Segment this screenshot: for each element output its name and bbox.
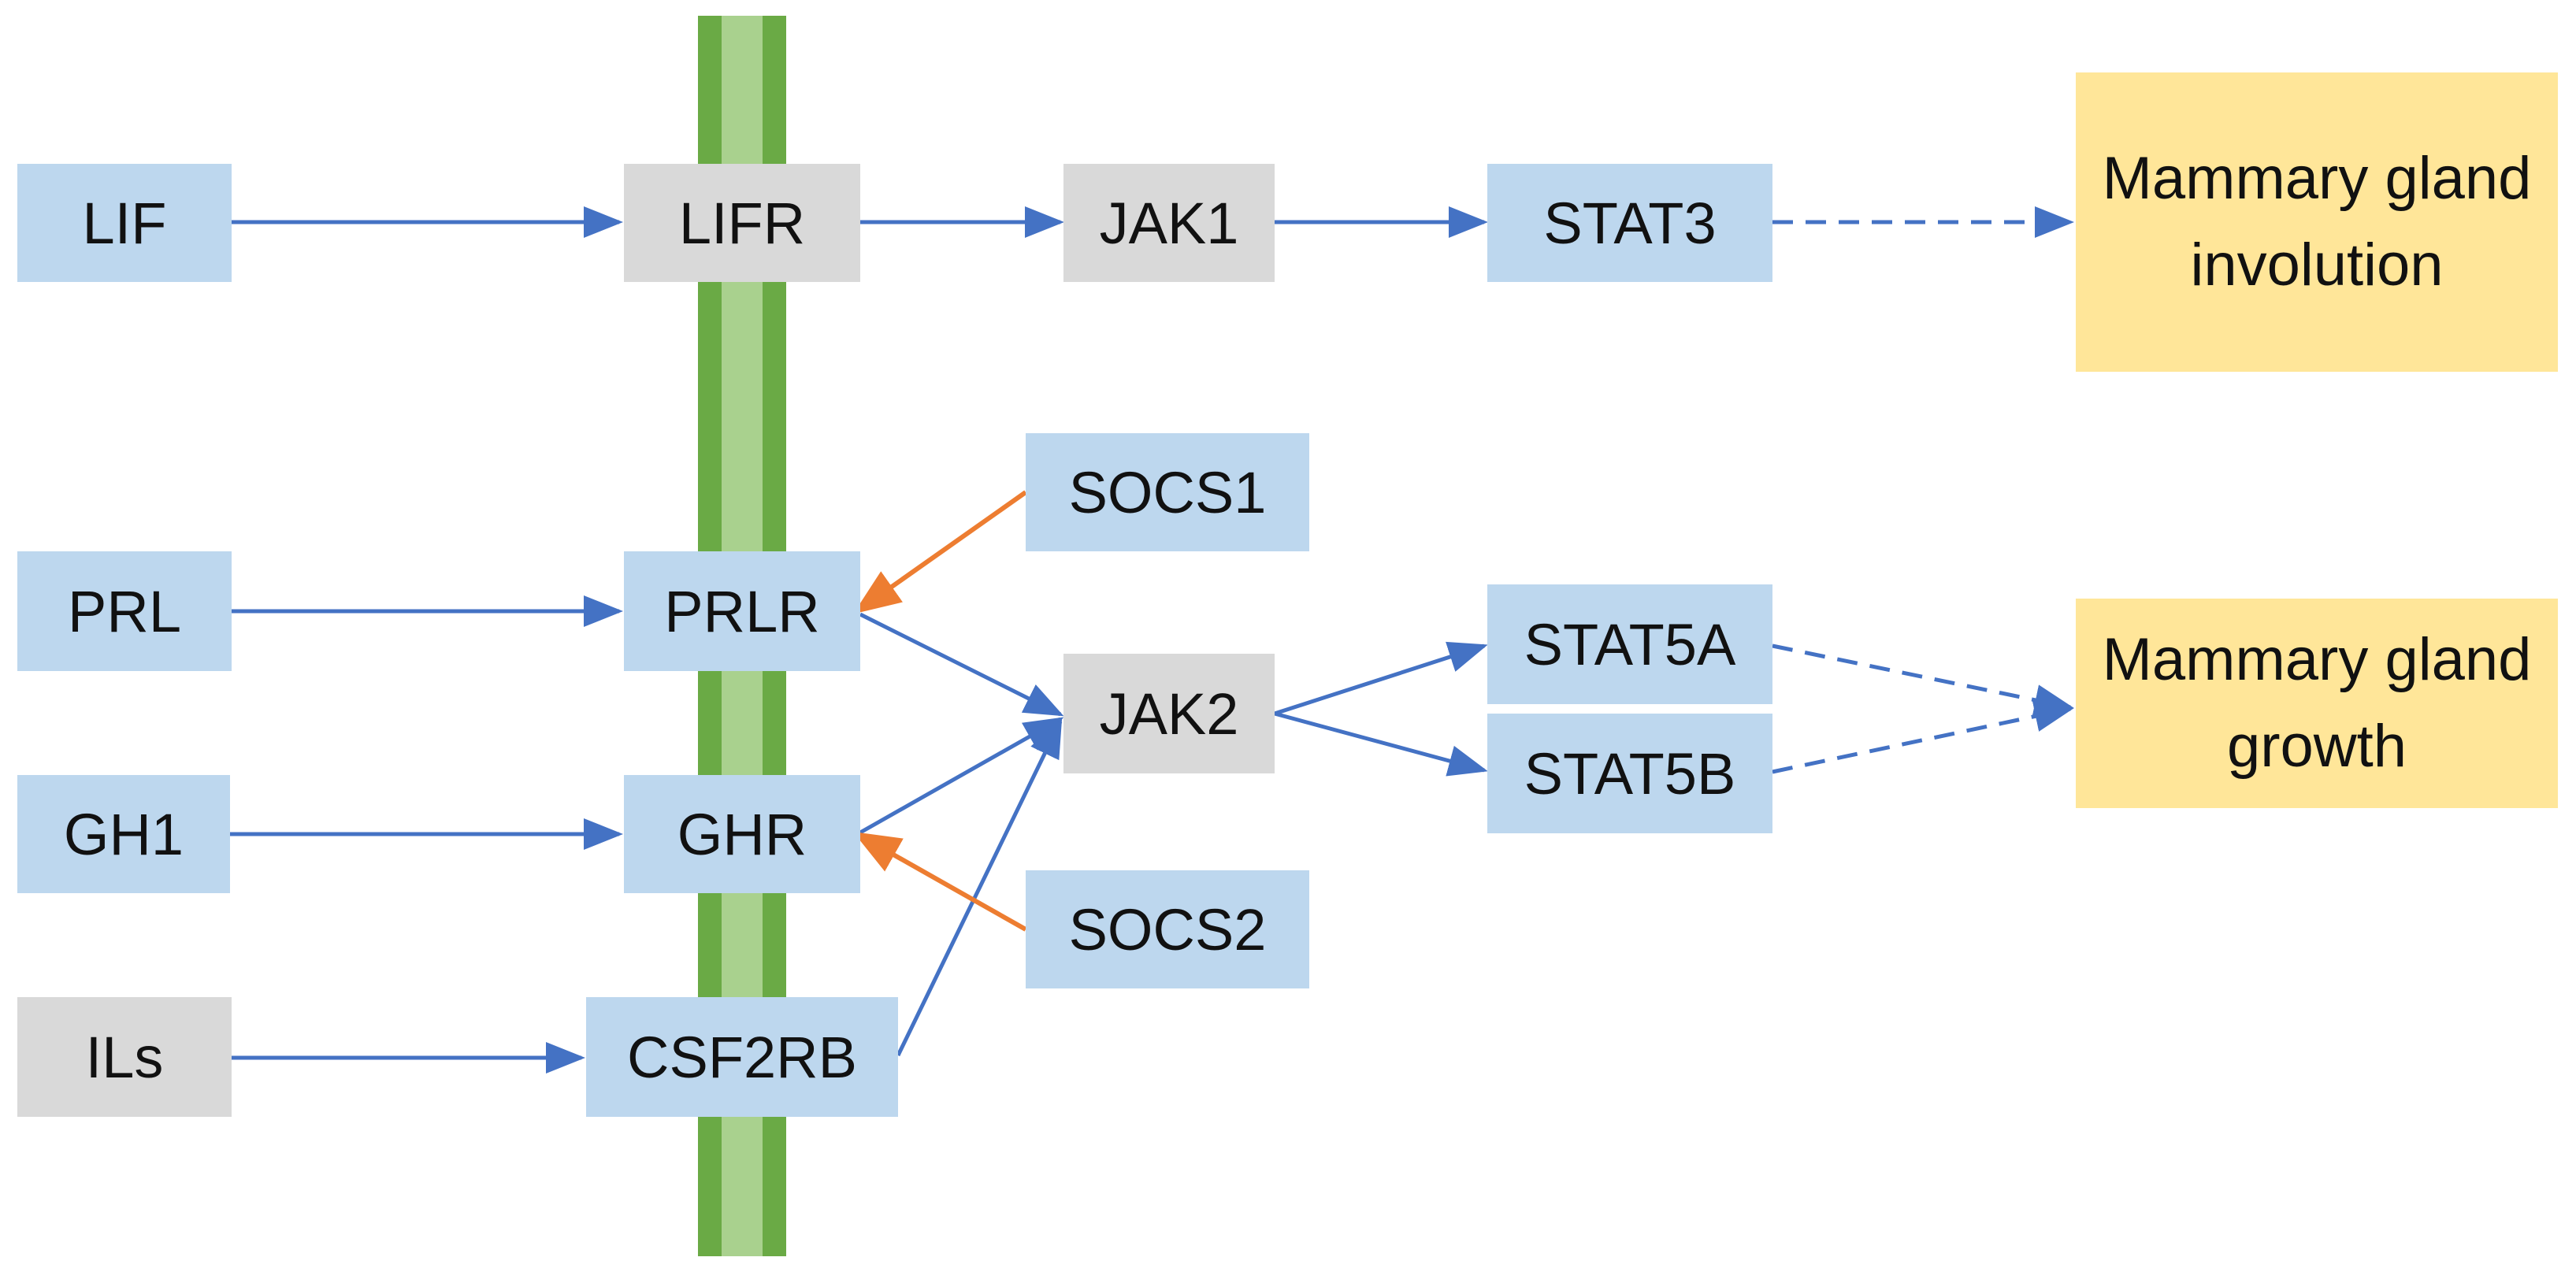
node-lifr: LIFR — [624, 164, 860, 282]
edge-prlr-to-jak2 — [859, 612, 1064, 717]
node-mammary-gland-involution: Mammary gland involution — [2076, 72, 2558, 372]
edge-jak2-to-stat5b — [1274, 711, 1488, 777]
node-ils: ILs — [17, 997, 232, 1117]
node-stat5b: STAT5B — [1487, 714, 1772, 833]
node-mammary-gland-growth: Mammary gland growth — [2076, 599, 2558, 808]
edge-jak2-to-stat5a — [1274, 641, 1488, 716]
node-ghr: GHR — [624, 775, 860, 893]
edge-socs1-inhibits-prlr — [853, 490, 1027, 614]
node-stat3: STAT3 — [1487, 164, 1772, 282]
node-gh1: GH1 — [17, 775, 230, 893]
node-prlr: PRLR — [624, 551, 860, 671]
edge-stat5b-to-growth — [1772, 700, 2074, 774]
node-jak2: JAK2 — [1063, 654, 1275, 773]
node-prl: PRL — [17, 551, 232, 671]
node-stat5a: STAT5A — [1487, 584, 1772, 704]
edge-stat5a-to-growth — [1772, 643, 2074, 716]
edge-ghr-to-jak2 — [859, 717, 1064, 835]
edge-socs2-inhibits-ghr — [852, 832, 1027, 932]
node-csf2rb: CSF2RB — [586, 997, 898, 1117]
node-socs1: SOCS1 — [1026, 433, 1309, 551]
node-socs2: SOCS2 — [1026, 870, 1309, 988]
node-lif: LIF — [17, 164, 232, 282]
edge-csf2rb-to-jak2 — [896, 718, 1063, 1057]
node-jak1: JAK1 — [1063, 164, 1275, 282]
